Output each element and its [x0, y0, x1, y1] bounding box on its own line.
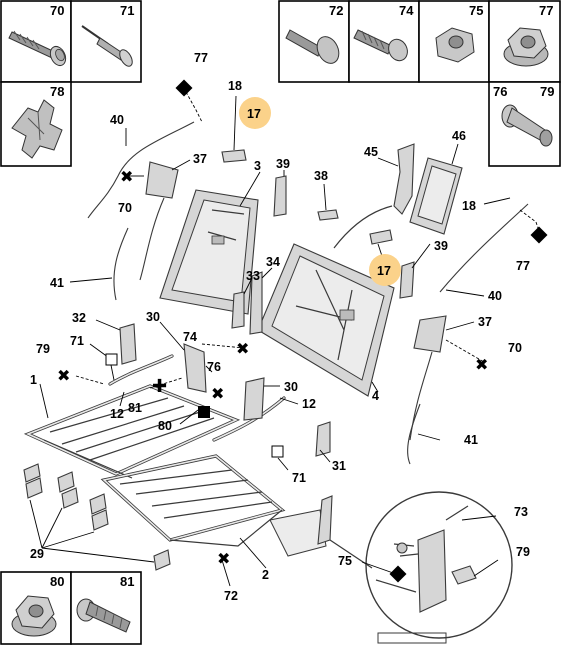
callout: 45 — [364, 145, 378, 159]
callout: 71 — [70, 334, 84, 348]
callout: 3 — [254, 159, 261, 173]
callout: 46 — [452, 129, 466, 143]
svg-text:71: 71 — [120, 3, 134, 18]
callout: 75 — [338, 554, 352, 568]
cushion-frame-2 — [100, 454, 286, 547]
callout: 33 — [246, 269, 260, 283]
callout: 39 — [434, 239, 448, 253]
cushion-frame-1 — [23, 384, 241, 479]
callout: 37 — [193, 152, 207, 166]
clip-icon — [11, 99, 63, 159]
svg-text:✚: ✚ — [152, 376, 167, 397]
callout: 79 — [36, 342, 50, 356]
callout: 34 — [266, 255, 280, 269]
callout: 41 — [464, 433, 478, 447]
clips-29 — [23, 463, 171, 571]
bolt-flange-icon — [8, 30, 67, 67]
callout: 73 — [514, 505, 528, 519]
callout: 40 — [488, 289, 502, 303]
hardware-cell-70: 70 — [0, 0, 72, 83]
hardware-cell-81: 81 — [70, 571, 142, 645]
callout: 39 — [276, 157, 290, 171]
marker-symbols: ✖ ✖ ✖ ✖ ✖ ✖ ✚ — [57, 79, 548, 583]
svg-text:75: 75 — [469, 3, 483, 18]
svg-text:✖: ✖ — [57, 366, 70, 385]
callout: 30 — [284, 380, 298, 394]
callout: 1 — [30, 373, 37, 387]
callout: 18 — [228, 79, 242, 93]
svg-text:✖: ✖ — [120, 167, 133, 186]
callout: 12 — [110, 407, 124, 421]
callout: 70 — [118, 201, 132, 215]
hex-nut-icon — [435, 27, 475, 63]
svg-text:✖: ✖ — [217, 549, 230, 568]
callout: 77 — [516, 259, 530, 273]
hardware-cell-76-79: 76 79 — [488, 81, 561, 167]
callout-labels: 77 18 17 40 3 37 39 38 45 46 18 77 70 17… — [30, 51, 530, 603]
callout: 12 — [302, 397, 316, 411]
hardware-cell-71: 71 — [70, 0, 142, 83]
trim-panels-45-46 — [393, 143, 463, 235]
svg-text:✖: ✖ — [236, 339, 249, 358]
callout: 41 — [50, 276, 64, 290]
svg-text:81: 81 — [120, 574, 134, 589]
hardware-cell-78: 78 — [0, 81, 72, 167]
callout: 76 — [207, 360, 221, 374]
highlight-17-right — [369, 254, 401, 286]
shoulder-bolt-icon — [501, 104, 553, 147]
seat-back-left — [159, 189, 259, 315]
callout: 70 — [508, 341, 522, 355]
hex-nut-flange-icon — [503, 27, 549, 67]
callout: 81 — [128, 401, 142, 415]
callout: 40 — [110, 113, 124, 127]
svg-text:78: 78 — [50, 84, 64, 99]
rivet-icon — [81, 25, 133, 67]
hardware-cell-75: 75 — [418, 0, 490, 83]
hex-nut-flange-icon — [11, 595, 57, 637]
svg-text:70: 70 — [50, 3, 64, 18]
callout: 4 — [372, 389, 379, 403]
callout: 17 — [377, 264, 391, 278]
bolt-flange-icon — [76, 598, 131, 633]
callout: 17 — [247, 107, 261, 121]
svg-text:72: 72 — [329, 3, 343, 18]
leader-lines — [29, 86, 541, 587]
hardware-cell-72: 72 — [278, 0, 350, 83]
callout: 80 — [158, 419, 172, 433]
svg-text:74: 74 — [399, 3, 414, 18]
svg-text:✖: ✖ — [475, 355, 488, 374]
callout: 38 — [314, 169, 328, 183]
callout: 30 — [146, 310, 160, 324]
svg-text:79: 79 — [540, 84, 554, 99]
callout: 29 — [30, 547, 44, 561]
svg-text:76: 76 — [493, 84, 507, 99]
callout: 77 — [194, 51, 208, 65]
callout: 74 — [183, 330, 197, 344]
callout: 18 — [462, 199, 476, 213]
svg-text:✖: ✖ — [211, 384, 224, 403]
callout: 37 — [478, 315, 492, 329]
svg-text:80: 80 — [50, 574, 64, 589]
callout: 31 — [332, 459, 346, 473]
bolt-round-head-icon — [285, 29, 340, 64]
bolt-flange-icon — [353, 29, 408, 62]
highlight-17-top — [239, 97, 271, 129]
detail-callout-circle — [365, 491, 513, 639]
callout: 72 — [224, 589, 238, 603]
seat-back-right — [257, 243, 395, 397]
svg-text:77: 77 — [539, 3, 553, 18]
callout: 79 — [516, 545, 530, 559]
callout: 2 — [262, 568, 269, 582]
callout: 71 — [292, 471, 306, 485]
hardware-cell-77: 77 — [488, 0, 561, 83]
hardware-cell-80: 80 — [0, 571, 72, 645]
hardware-cell-74: 74 — [348, 0, 420, 83]
callout: 32 — [72, 311, 86, 325]
